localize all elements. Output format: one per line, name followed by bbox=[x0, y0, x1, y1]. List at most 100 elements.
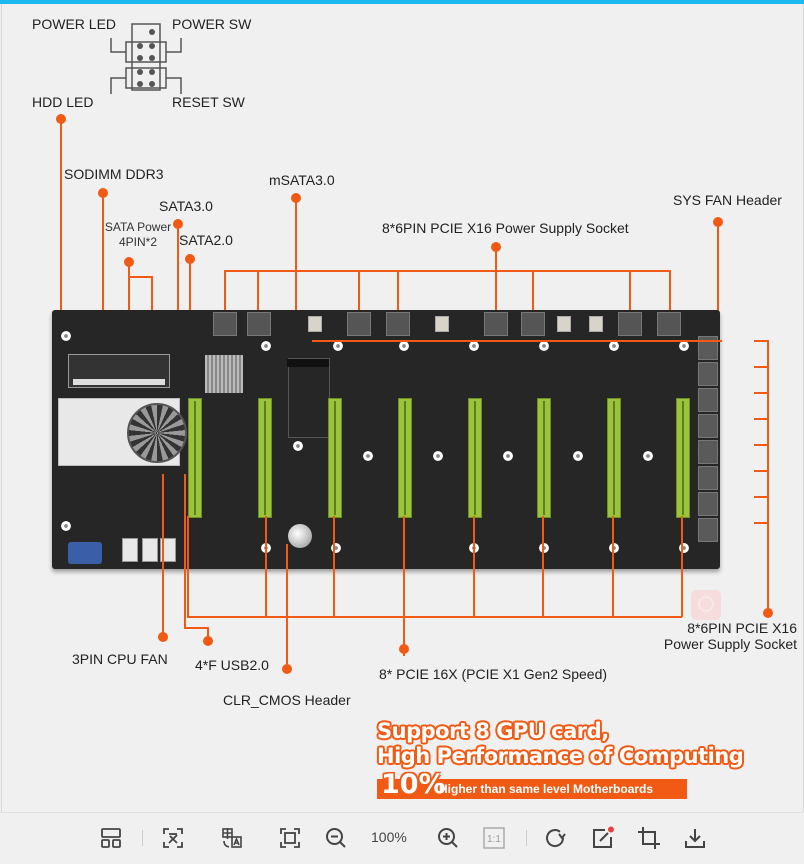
label-pcie-power-right-line2: Power Supply Socket bbox=[663, 636, 797, 652]
pcie-slot bbox=[537, 398, 551, 518]
pcie-slot bbox=[676, 398, 690, 518]
callout-dot-usb bbox=[203, 636, 213, 646]
pcie-power-socket bbox=[213, 312, 237, 336]
mount-hole bbox=[468, 340, 480, 352]
leader-pcie-power-drop bbox=[495, 270, 497, 314]
pcie-slot bbox=[328, 398, 342, 518]
side-pcie-power-socket bbox=[698, 518, 718, 542]
callout-dot-clr-cmos bbox=[282, 664, 292, 674]
leader-pcie-slot-drop bbox=[187, 516, 189, 617]
label-pcie-slots: 8* PCIE 16X (PCIE X1 Gen2 Speed) bbox=[379, 666, 608, 682]
crop-button[interactable] bbox=[636, 825, 662, 851]
leader-pcie-slot-drop bbox=[403, 516, 405, 656]
label-sata-power-line1: SATA Power bbox=[104, 220, 172, 234]
side-pcie-power-socket bbox=[698, 440, 718, 464]
sys-fan-header bbox=[308, 316, 322, 332]
mount-hole bbox=[260, 340, 272, 352]
leader-usb bbox=[184, 474, 186, 628]
leader-pcie-slots-bus bbox=[187, 616, 682, 618]
side-pcie-power-socket bbox=[698, 336, 718, 360]
leader-pcie-slot-drop bbox=[681, 516, 683, 617]
toolbar-separator bbox=[142, 830, 143, 846]
download-button[interactable] bbox=[682, 825, 708, 851]
layout-icon bbox=[101, 828, 121, 848]
leader-sys-fan bbox=[717, 222, 719, 344]
leader-pcie-slot-drop bbox=[265, 516, 267, 617]
leader-usb-b bbox=[207, 627, 209, 639]
label-power-sw: POWER SW bbox=[172, 16, 252, 32]
actual-size-button[interactable]: 1:1 bbox=[481, 825, 507, 851]
zoom-in-button[interactable] bbox=[435, 825, 461, 851]
leader-pcie-power-drop bbox=[358, 270, 360, 314]
label-hdd-led: HDD LED bbox=[32, 94, 94, 110]
label-power-led: POWER LED bbox=[32, 16, 117, 32]
label-pcie-power-right-line1: 8*6PIN PCIE X16 bbox=[687, 620, 797, 636]
leader-side-tick bbox=[754, 496, 768, 498]
mount-hole bbox=[60, 520, 72, 532]
side-pcie-power-socket bbox=[698, 362, 718, 386]
magnifier-hint-button[interactable] bbox=[691, 590, 721, 620]
leader-side-tick bbox=[754, 340, 768, 342]
promo-percent: 10% bbox=[381, 769, 446, 800]
pcie-slot bbox=[607, 398, 621, 518]
mount-hole bbox=[538, 340, 550, 352]
callout-dot-side-pcie-power bbox=[763, 608, 773, 618]
sys-fan-header bbox=[435, 316, 449, 332]
label-usb: 4*F USB2.0 bbox=[195, 657, 269, 673]
chipset-heatsink bbox=[205, 355, 243, 393]
leader-sata3 bbox=[177, 224, 179, 349]
leader-pcie-slot-drop bbox=[333, 516, 335, 617]
leader-side-pcie-power bbox=[767, 340, 769, 610]
mount-hole bbox=[432, 450, 444, 462]
mount-hole bbox=[538, 542, 550, 554]
mount-hole bbox=[362, 450, 374, 462]
leader-hdd-led bbox=[60, 119, 62, 314]
leader-side-tick bbox=[754, 470, 768, 472]
label-sata2: SATA2.0 bbox=[179, 232, 233, 248]
leader-sata-power-h bbox=[128, 276, 152, 278]
rotate-button[interactable] bbox=[543, 825, 569, 851]
label-reset-sw: RESET SW bbox=[172, 94, 245, 110]
side-pcie-power-socket bbox=[698, 414, 718, 438]
promo-line2: High Performance of Computing bbox=[377, 744, 744, 768]
promo-subline-bar: 10% Higher than same level Motherboards bbox=[377, 769, 687, 800]
leader-pcie-power-drop bbox=[629, 270, 631, 314]
translate-button[interactable] bbox=[219, 825, 245, 851]
side-pcie-power-socket bbox=[698, 492, 718, 516]
mount-hole bbox=[642, 450, 654, 462]
edit-button[interactable] bbox=[590, 825, 616, 851]
cpu-heatsink bbox=[58, 398, 187, 466]
ocr-text-button[interactable] bbox=[160, 825, 186, 851]
layout-button[interactable] bbox=[98, 825, 124, 851]
fit-screen-icon bbox=[280, 828, 300, 848]
magnifier-icon bbox=[698, 596, 714, 612]
promo-banner: Support 8 GPU card, High Performance of … bbox=[377, 719, 744, 800]
label-sys-fan: SYS FAN Header bbox=[673, 192, 782, 208]
crop-icon bbox=[638, 827, 660, 849]
toolbar-separator bbox=[526, 830, 527, 846]
actual-size-icon: 1:1 bbox=[483, 827, 505, 849]
zoom-out-button[interactable] bbox=[323, 825, 349, 851]
usb-port bbox=[142, 538, 158, 562]
label-sata-power: SATA Power 4PIN*2 bbox=[102, 220, 174, 250]
callout-dot-pcie-slots bbox=[399, 644, 409, 654]
translate-icon bbox=[222, 828, 242, 848]
label-sata3: SATA3.0 bbox=[159, 198, 213, 214]
pcie-slot bbox=[188, 398, 202, 518]
label-clr-cmos: CLR_CMOS Header bbox=[223, 692, 351, 708]
usb-port bbox=[160, 538, 176, 562]
leader-sys-fan-bus bbox=[312, 340, 722, 342]
leader-sata-power-a bbox=[128, 262, 130, 312]
pcie-power-socket bbox=[521, 312, 545, 336]
leader-side-tick bbox=[754, 366, 768, 368]
leader-side-tick bbox=[754, 392, 768, 394]
promo-line1: Support 8 GPU card, bbox=[377, 719, 609, 743]
leader-side-tick bbox=[754, 418, 768, 420]
mount-hole bbox=[332, 340, 344, 352]
mount-hole bbox=[678, 542, 690, 554]
fit-screen-button[interactable] bbox=[277, 825, 303, 851]
mount-hole bbox=[60, 330, 72, 342]
leader-pcie-power-top-bus bbox=[224, 270, 671, 272]
edit-icon bbox=[593, 826, 614, 848]
pcie-power-socket bbox=[247, 312, 271, 336]
